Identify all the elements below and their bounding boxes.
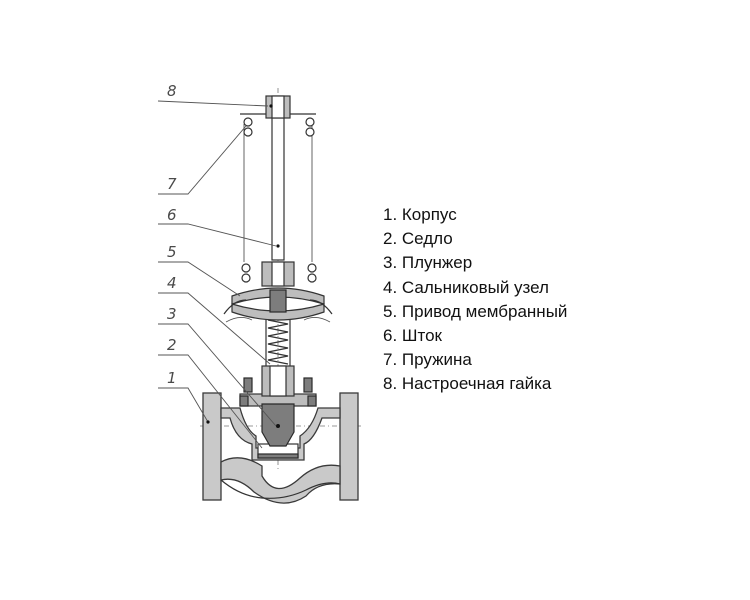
legend-item-8: 8. Настроечная гайка	[383, 374, 552, 394]
valve-seat	[257, 443, 299, 459]
upper-coil-r2	[305, 127, 315, 137]
plunger-pin	[276, 424, 280, 428]
membrane-wave-left	[225, 317, 253, 323]
body-lower-shell	[220, 457, 341, 504]
membrane-center-disc	[269, 289, 287, 313]
upper-coil-l2	[243, 127, 253, 137]
membrane-lip-right	[309, 299, 333, 315]
adjusting-nut-bore	[271, 95, 285, 119]
leader-dot-1	[206, 420, 210, 424]
legend-item-2: 2. Седло	[383, 229, 453, 249]
leader-line-5	[158, 261, 241, 297]
leader-line-6	[158, 223, 277, 247]
parts-legend: 1. Корпус 2. Седло 3. Плунжер 4. Сальник…	[383, 203, 567, 397]
legend-item-4: 4. Сальниковый узел	[383, 277, 549, 297]
legend-item-3: 3. Плунжер	[383, 253, 473, 273]
body-bottom-line	[220, 479, 341, 499]
valve-plunger	[261, 403, 295, 447]
membrane-lip-left	[223, 299, 247, 315]
gland-bore	[269, 365, 287, 397]
spring-coil-l1	[241, 263, 251, 273]
adjustment-spring	[240, 113, 316, 262]
callout-numbers: 8 7 6 5 4 3 2 1	[167, 82, 177, 387]
valve-stem	[271, 109, 285, 261]
bonnet-bolt-left	[239, 395, 249, 407]
left-flange	[202, 392, 222, 501]
callout-1: 1	[167, 369, 177, 387]
right-flange	[339, 392, 359, 501]
callout-5: 5	[167, 243, 177, 261]
gland-bellows	[267, 319, 289, 365]
callout-8: 8	[167, 82, 177, 100]
leader-line-3	[158, 323, 277, 427]
legend-item-7: 7. Пружина	[383, 350, 472, 370]
legend-item-6: 6. Шток	[383, 326, 442, 346]
leader-line-1	[158, 387, 209, 423]
leader-line-4	[158, 292, 271, 365]
membrane-wave-right	[303, 317, 331, 323]
spring-coil-r2	[307, 273, 317, 283]
stem-rod	[271, 109, 285, 261]
gland-bolt-right	[303, 377, 313, 393]
gland-bolt-left	[243, 377, 253, 393]
membrane-actuator	[223, 261, 333, 323]
callout-4: 4	[167, 274, 177, 292]
leader-line-2	[158, 354, 263, 449]
spring-coil-l2	[241, 273, 251, 283]
adjusting-nut-mark	[269, 104, 273, 108]
upper-coil-l1	[243, 117, 253, 127]
stem-mark	[276, 244, 280, 248]
leader-lines	[157, 100, 277, 449]
spring-coil-r1	[307, 263, 317, 273]
actuator-yoke-bore	[271, 261, 285, 287]
legend-item-1: 1. Корпус	[383, 205, 457, 224]
legend-item-5: 5. Привод мембранный	[383, 301, 568, 321]
gland-assembly	[243, 318, 313, 397]
bonnet-bolt-right	[307, 395, 317, 407]
valve-body	[202, 392, 359, 504]
adjusting-nut	[265, 95, 291, 119]
callout-2: 2	[167, 336, 177, 354]
upper-coil-r1	[305, 117, 315, 127]
leader-line-7	[158, 125, 247, 195]
seat-face	[257, 453, 299, 459]
callout-6: 6	[167, 206, 177, 224]
leader-line-8	[157, 100, 269, 107]
callout-7: 7	[167, 175, 177, 193]
callout-3: 3	[167, 305, 177, 323]
